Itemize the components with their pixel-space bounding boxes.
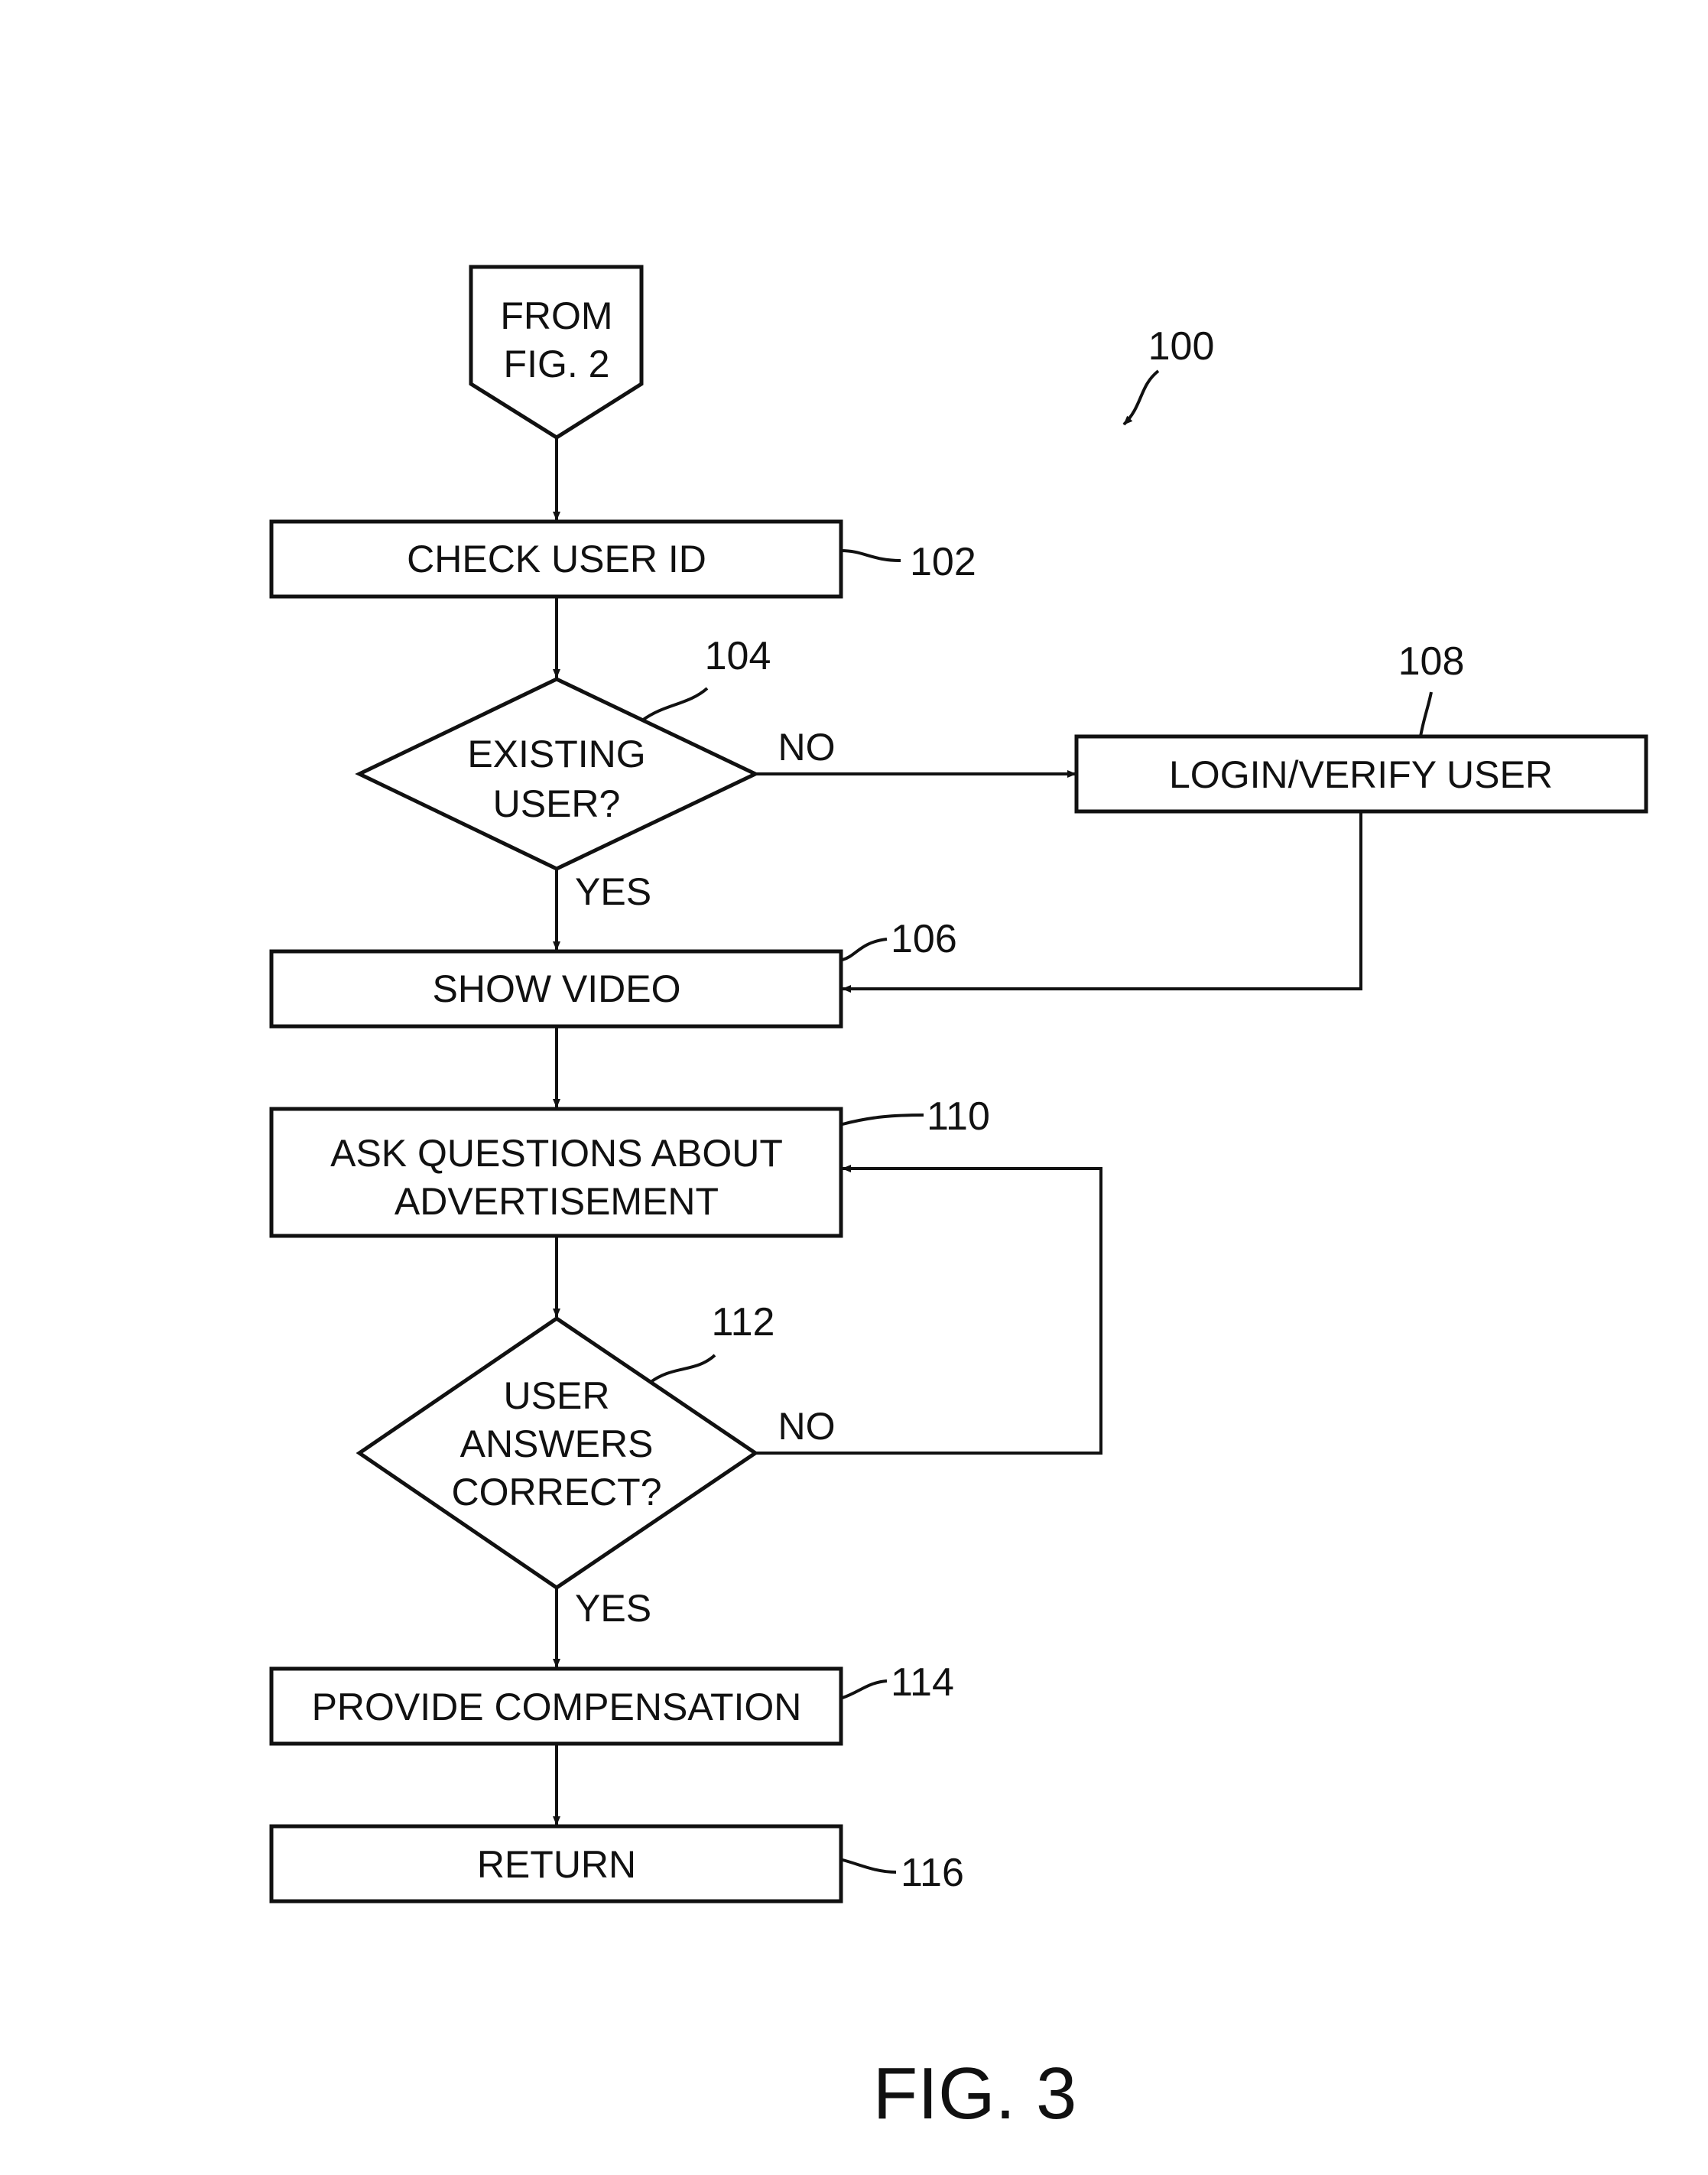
edge-label-existing-no: NO xyxy=(778,726,836,769)
ref-leader-104 xyxy=(642,688,707,720)
decision-answers-correct-line1: USER xyxy=(504,1374,610,1417)
ref-108: 108 xyxy=(1398,639,1465,684)
ref-104: 104 xyxy=(705,634,771,678)
step-provide-compensation-label: PROVIDE COMPENSATION xyxy=(312,1686,802,1728)
edge-label-answers-no: NO xyxy=(778,1405,836,1448)
connector-line2: FIG. 2 xyxy=(504,343,610,385)
step-ask-questions-line1: ASK QUESTIONS ABOUT xyxy=(330,1132,783,1175)
decision-existing-user-line1: EXISTING xyxy=(467,733,645,775)
step-ask-questions-line2: ADVERTISEMENT xyxy=(395,1180,719,1223)
step-login-verify-label: LOGIN/VERIFY USER xyxy=(1169,753,1553,796)
step-show-video-label: SHOW VIDEO xyxy=(432,967,680,1010)
figure-label: FIG. 3 xyxy=(873,2053,1077,2134)
ref-114: 114 xyxy=(891,1660,954,1705)
ref-leader-112 xyxy=(650,1355,715,1383)
ref-leader-108 xyxy=(1421,692,1431,736)
ref-leader-110 xyxy=(843,1115,924,1124)
ref-110: 110 xyxy=(927,1094,990,1139)
figure-ref-pointer xyxy=(1124,371,1158,424)
edge-label-answers-yes: YES xyxy=(575,1587,651,1630)
ref-leader-102 xyxy=(841,551,901,561)
step-check-user-id-label: CHECK USER ID xyxy=(407,538,706,580)
edge-label-existing-yes: YES xyxy=(575,870,651,913)
edge-login-to-show-video xyxy=(843,811,1361,989)
step-return-label: RETURN xyxy=(477,1843,636,1886)
decision-answers-correct-line3: CORRECT? xyxy=(451,1471,661,1513)
connector-line1: FROM xyxy=(500,294,612,337)
ref-116: 116 xyxy=(901,1851,964,1895)
decision-existing-user-line2: USER? xyxy=(493,782,621,825)
decision-answers-correct-line2: ANSWERS xyxy=(460,1422,654,1465)
figure-ref-number: 100 xyxy=(1148,324,1215,369)
ref-102: 102 xyxy=(910,540,976,584)
ref-leader-106 xyxy=(843,939,887,960)
ref-leader-114 xyxy=(843,1681,887,1698)
ref-leader-116 xyxy=(843,1860,896,1872)
ref-106: 106 xyxy=(891,917,957,961)
ref-112: 112 xyxy=(712,1300,775,1344)
